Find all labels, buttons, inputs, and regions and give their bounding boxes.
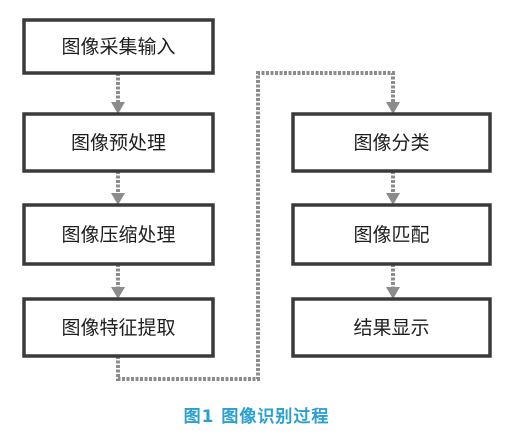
node-label: 图像特征提取 bbox=[61, 317, 175, 339]
node-image-compression: 图像压缩处理 bbox=[22, 203, 215, 266]
node-label: 结果显示 bbox=[353, 317, 429, 339]
node-label: 图像采集输入 bbox=[61, 36, 175, 58]
node-image-preprocessing: 图像预处理 bbox=[22, 112, 215, 173]
node-image-acquisition: 图像采集输入 bbox=[22, 18, 215, 75]
node-feature-extraction: 图像特征提取 bbox=[22, 297, 215, 358]
arrowhead-matching bbox=[386, 193, 400, 205]
node-result-display: 结果显示 bbox=[291, 297, 492, 358]
figure-caption: 图1 图像识别过程 bbox=[183, 407, 330, 427]
node-label: 图像分类 bbox=[353, 132, 429, 154]
arrowhead-result bbox=[386, 287, 400, 299]
node-label: 图像压缩处理 bbox=[61, 224, 175, 246]
arrowhead-compression bbox=[111, 193, 125, 205]
node-label: 图像匹配 bbox=[353, 224, 429, 246]
arrowhead-preprocess bbox=[111, 102, 125, 114]
arrowhead-classification bbox=[386, 102, 400, 114]
node-image-classification: 图像分类 bbox=[291, 112, 492, 173]
arrowhead-feature bbox=[111, 287, 125, 299]
arrow-feature-to-classification bbox=[116, 71, 395, 381]
node-label: 图像预处理 bbox=[71, 132, 166, 154]
node-image-matching: 图像匹配 bbox=[291, 203, 492, 266]
connectors bbox=[111, 71, 400, 381]
